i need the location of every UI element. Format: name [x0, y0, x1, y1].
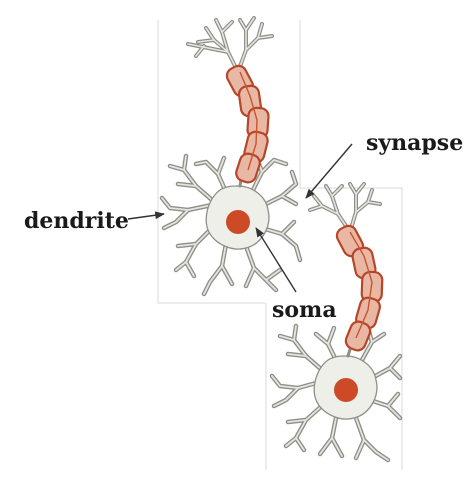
upper-neuron — [159, 16, 303, 297]
dendrite-arrow — [127, 211, 165, 220]
upper-neuron-frame — [157, 20, 301, 304]
lower-dendrites — [269, 323, 403, 463]
lower-nucleus — [334, 378, 358, 402]
lower-axon-terminal — [308, 182, 382, 234]
lower-neuron — [269, 182, 403, 463]
soma-label: soma — [272, 297, 337, 323]
lower-neuron-frame — [265, 187, 403, 470]
upper-dendrites — [159, 153, 303, 297]
upper-axon-terminal — [186, 16, 274, 74]
synapse-arrow — [305, 143, 353, 199]
synapse-label: synapse — [366, 130, 463, 156]
upper-nucleus — [226, 210, 250, 234]
dendrite-label: dendrite — [24, 208, 129, 234]
lower-axon-myelin — [335, 224, 384, 358]
soma-arrow — [255, 227, 297, 293]
upper-axon-myelin — [225, 64, 270, 188]
